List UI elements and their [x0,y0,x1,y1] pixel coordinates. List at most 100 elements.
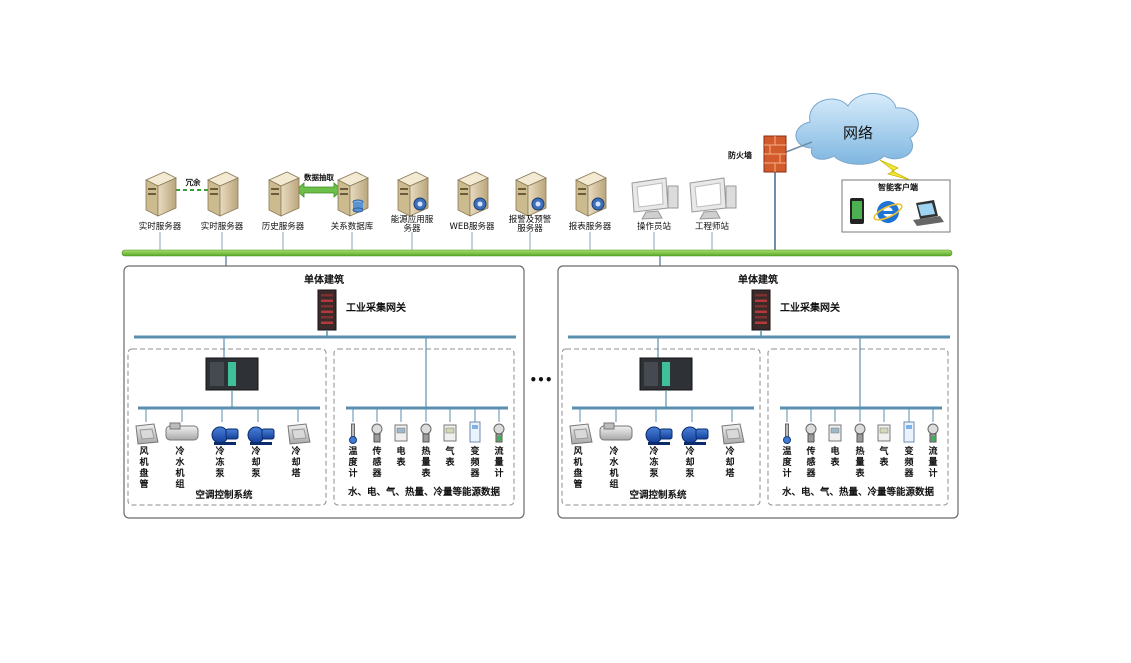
electric-meter-icon [394,424,408,442]
main-network-bus [121,249,953,257]
mobile-phone-icon [850,198,864,224]
workstation-9: 操作员站 [631,177,679,250]
server-label: 报表服务器 [569,221,612,232]
hvac-device-label: 风机盘管 [139,446,148,490]
energy-device-label: 流量计 [928,445,937,479]
server-label: 操作员站 [637,221,672,232]
cooling-tower-icon [287,423,311,445]
energy-device-label: 变频器 [903,445,914,479]
electric-meter-icon [828,424,842,442]
redundancy-label: 冗余 [186,177,201,187]
data-extraction-label: 数据抽取 [304,172,334,182]
server-icon [207,171,239,217]
server-4: 关系数据库 [331,171,374,250]
hvac-device-label: 冷却塔 [725,445,735,479]
heat-meter-icon [420,423,432,443]
chiller-icon [165,422,199,441]
plc-controller-icon [639,357,693,391]
building-2: 单体建筑工业采集网关风机盘管冷水机组冷冻泵冷却泵冷却塔空调控制系统温度计传感器电… [557,256,959,519]
workstation-icon [689,177,737,220]
server-label: 关系数据库 [331,221,374,232]
energy-device-label: 热量表 [420,445,431,479]
server-2: 实时服务器 [201,171,244,250]
flow-meter-icon [493,423,505,443]
ie-browser-icon [873,201,903,223]
hvac-device-label: 冷冻泵 [215,445,225,479]
server-label: WEB服务器 [449,221,495,232]
server-label: 工程师站 [695,221,730,232]
firewall-label: 防火墙 [728,150,752,160]
server-label: 报警及预警服务器 [509,214,552,234]
server-icon [515,171,547,217]
fan-coil-icon [569,423,593,445]
hvac-caption: 空调控制系统 [629,489,687,501]
laptop-icon [913,200,944,226]
chilled-pump-icon [211,426,239,445]
server-icon [337,171,369,217]
plc-controller-icon [205,357,259,391]
server-icon [268,171,300,217]
lightning-icon [879,159,911,181]
energy-device-label: 气表 [878,445,889,468]
server-7: 报警及预警服务器 [509,171,552,250]
server-label: 能源应用服务器 [391,214,434,234]
gateway-label: 工业采集网关 [346,301,406,314]
server-icon [457,171,489,217]
gas-meter-icon [877,424,891,442]
energy-device-label: 热量表 [854,445,865,479]
cloud-label: 网络 [843,124,873,142]
server-label: 实时服务器 [139,221,182,232]
hvac-device-label: 冷水机组 [609,445,619,490]
gateway-cabinet-icon [317,289,337,331]
server-row: 冗余 数据抽取 实时服务器 实时服务器 历史服务器 关系数据库 能源应用服务器 WEB服务… [139,171,737,250]
energy-device-label: 传感器 [371,445,382,479]
gateway-label: 工业采集网关 [780,301,840,314]
smart-client-title: 智能客户端 [878,182,918,192]
energy-device-label: 电表 [395,445,406,468]
energy-device-label: 温度计 [348,445,358,479]
server-icon [397,171,429,217]
hvac-caption: 空调控制系统 [195,489,253,501]
server-6: WEB服务器 [449,171,495,250]
server-1: 实时服务器 [139,171,182,250]
thermometer-icon [349,423,357,444]
energy-caption: 水、电、气、热量、冷量等能源数据 [348,486,501,498]
workstation-10: 工程师站 [689,177,737,250]
smart-client-panel: 智能客户端 [841,179,951,233]
building-title: 单体建筑 [304,273,344,286]
energy-device-label: 电表 [829,445,840,468]
hvac-device-label: 冷却泵 [251,445,261,479]
cooling-pump-icon [247,426,275,445]
server-icon [575,171,607,217]
cloud-network: 网络 [795,93,919,165]
server-8: 报表服务器 [569,171,612,250]
gas-meter-icon [443,424,457,442]
server-5: 能源应用服务器 [391,171,434,250]
gateway-cabinet-icon [751,289,771,331]
server-label: 实时服务器 [201,221,244,232]
server-label: 历史服务器 [262,221,305,232]
energy-device-label: 气表 [444,445,455,468]
energy-caption: 水、电、气、热量、冷量等能源数据 [782,486,935,498]
heat-meter-icon [854,423,866,443]
hvac-device-label: 冷冻泵 [649,445,659,479]
hvac-device-label: 冷水机组 [175,445,185,490]
fan-coil-icon [135,423,159,445]
sensor-icon [371,423,383,443]
cooling-tower-icon [721,423,745,445]
chiller-icon [599,422,633,441]
energy-device-label: 变频器 [469,445,480,479]
energy-device-label: 流量计 [494,445,503,479]
hvac-device-label: 冷却塔 [291,445,301,479]
sensor-icon [805,423,817,443]
firewall-icon [763,135,787,173]
building-title: 单体建筑 [738,273,778,286]
ellipsis-indicator: ••• [529,373,552,387]
flow-meter-icon [927,423,939,443]
energy-device-label: 传感器 [805,445,816,479]
